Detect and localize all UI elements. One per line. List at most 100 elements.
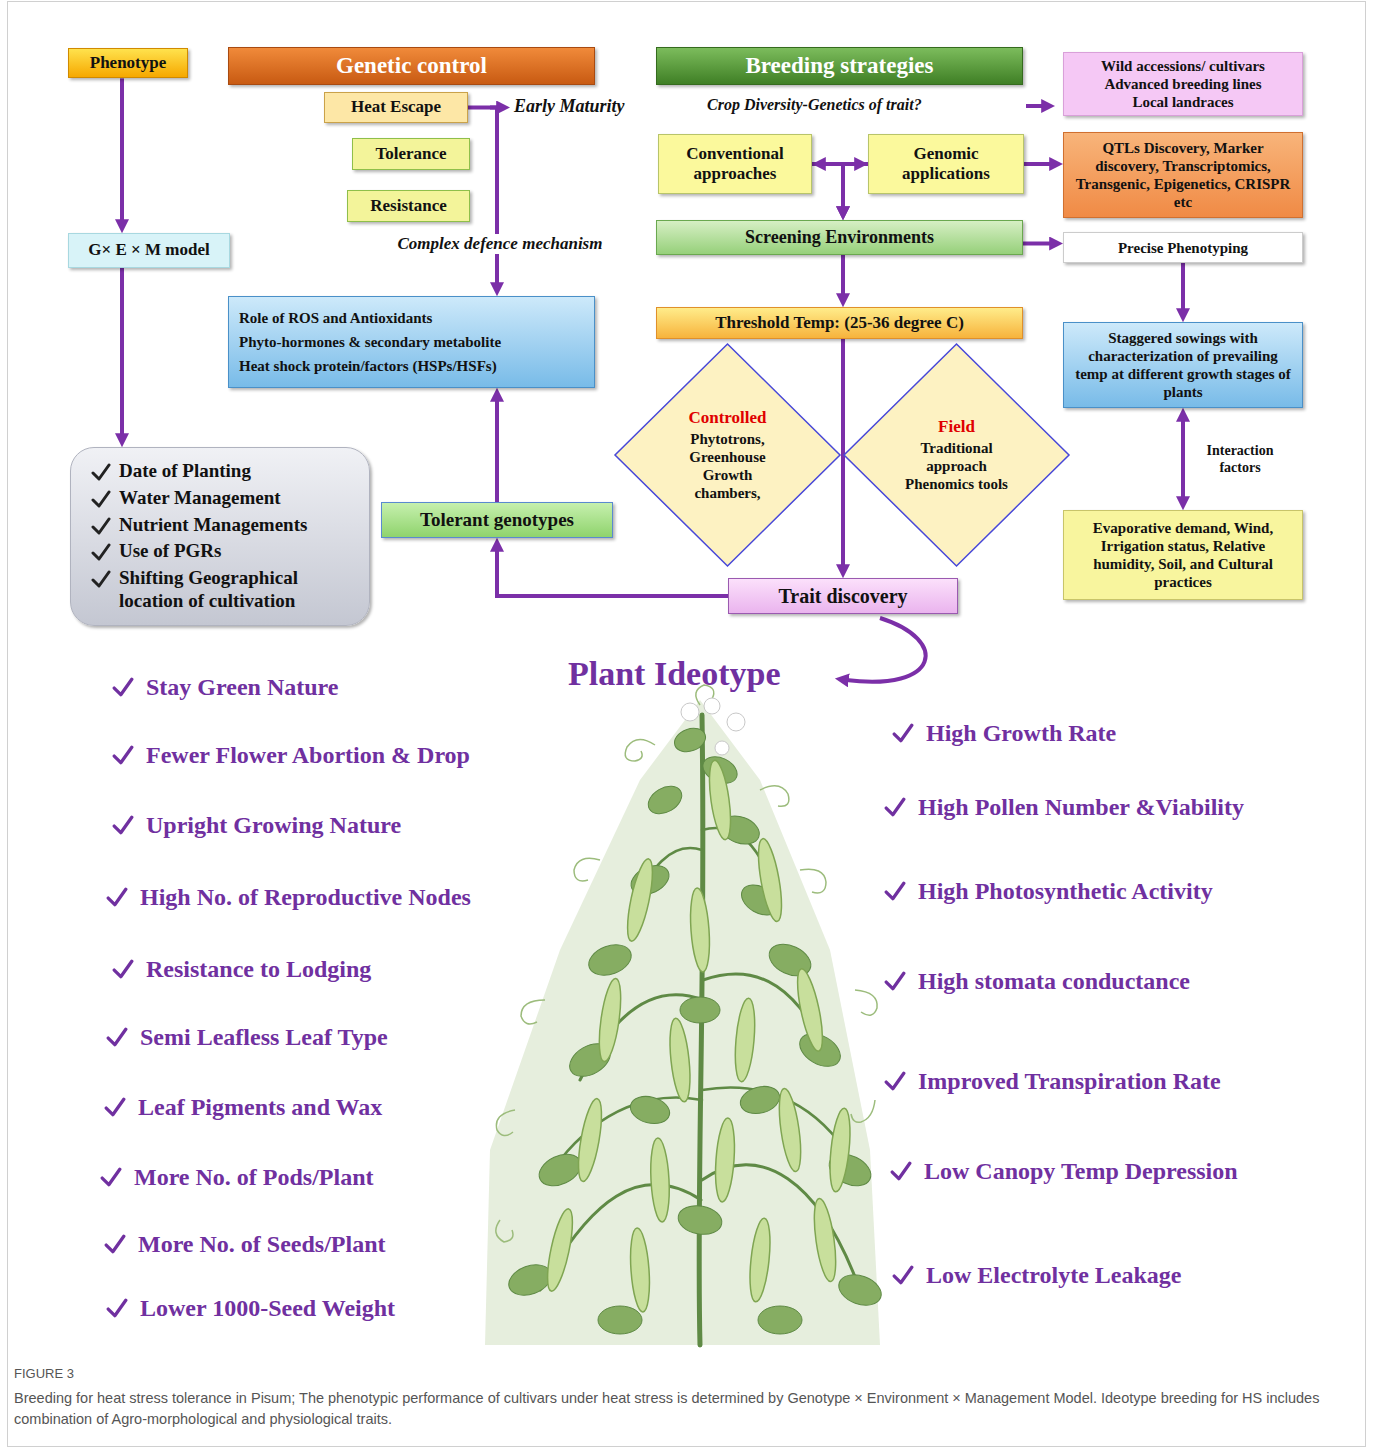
ideotype-trait-row: Leaf Pigments and Wax — [104, 1093, 382, 1122]
plant-stem — [699, 715, 703, 1345]
mechanism-list-box: Role of ROS and AntioxidantsPhyto-hormon… — [228, 296, 595, 388]
figure-number: FIGURE 3 — [14, 1366, 74, 1381]
connector-arrow — [841, 339, 845, 567]
check-mark — [91, 462, 111, 482]
connector-arrow — [495, 399, 499, 502]
connector-arrow — [1023, 242, 1052, 246]
ideotype-trait: High Pollen Number &Viability — [918, 793, 1244, 822]
plant-leaf — [676, 1202, 724, 1237]
diamond-content: FieldTraditional approach Phenomics tool… — [901, 417, 1013, 493]
node-text: Phytotrons, Greenhouse Growth chambers, — [672, 430, 784, 502]
approach-box: Genomic applications — [868, 134, 1024, 194]
pea-pod — [595, 977, 625, 1063]
plant-leaf — [627, 1092, 672, 1127]
list-row: Shifting Geographical location of cultiv… — [91, 567, 357, 613]
mechanism-box: Resistance — [347, 190, 470, 222]
ideotype-title: Plant Ideotype — [568, 655, 781, 692]
node-text: Evaporative demand, Wind, Irrigation sta… — [1071, 519, 1295, 591]
connector-arrow — [843, 164, 868, 209]
check-mark — [112, 744, 134, 766]
section-header: Genetic control — [228, 47, 595, 85]
check-mark — [892, 1264, 914, 1286]
check-mark — [886, 800, 904, 815]
check-mark — [886, 1074, 904, 1089]
check-mark — [884, 1070, 906, 1092]
result-box: Tolerant genotypes — [381, 502, 613, 538]
node-text: Trait discovery — [736, 584, 950, 608]
node-text: Tolerant genotypes — [389, 509, 605, 532]
node-text: Phenotype — [76, 53, 180, 73]
check-mark — [93, 492, 109, 506]
pea-pod — [667, 1017, 694, 1102]
connector-arrow — [1181, 263, 1185, 311]
check-mark — [886, 884, 904, 899]
pea-pod — [622, 857, 657, 943]
check-mark — [91, 516, 111, 536]
check-mark — [108, 1030, 126, 1045]
plant-leaf — [835, 1269, 886, 1310]
plant-tendril — [855, 990, 877, 1015]
check-mark — [114, 962, 132, 977]
process-box: Precise Phenotyping — [1063, 232, 1303, 263]
ideotype-trait: Leaf Pigments and Wax — [138, 1093, 382, 1122]
ideotype-trait: Low Canopy Temp Depression — [924, 1157, 1238, 1186]
figure-frame — [8, 2, 1366, 1447]
ideotype-trait: High Photosynthetic Activity — [918, 877, 1213, 906]
list-row: Water Management — [91, 487, 357, 510]
plant-tendril — [574, 858, 600, 881]
node-text: Staggered sowings with characterization … — [1071, 329, 1295, 401]
pea-pod — [706, 759, 735, 841]
pea-pod — [688, 887, 712, 972]
check-mark — [104, 1233, 126, 1255]
ideotype-trait-row: Low Canopy Temp Depression — [890, 1157, 1238, 1186]
model-box: G× E × M model — [68, 233, 230, 268]
check-mark — [93, 545, 109, 559]
node-heading: Controlled — [672, 408, 784, 428]
ideotype-trait-row: Upright Growing Nature — [112, 811, 401, 840]
diamond-outline — [844, 344, 1069, 566]
check-mark — [884, 970, 906, 992]
pea-pod — [747, 1217, 774, 1302]
plant-leaf — [758, 1306, 802, 1334]
check-mark — [890, 1160, 912, 1182]
pea-pod — [628, 1227, 652, 1312]
check-mark — [884, 796, 906, 818]
annotation-row: Crop Diversity-Genetics of trait? — [707, 95, 922, 114]
plant-tendril — [851, 1100, 875, 1122]
node-text: Breeding strategies — [664, 52, 1015, 80]
connector-arrow — [812, 164, 843, 209]
ideotype-trait-row: Lower 1000-Seed Weight — [106, 1294, 395, 1323]
pea-flower — [681, 703, 699, 721]
connector-arrow — [1024, 162, 1052, 166]
node-text: Advanced breeding lines — [1071, 75, 1295, 93]
check-mark — [892, 1164, 910, 1179]
pea-flower — [704, 698, 720, 714]
node-text: Heat shock protein/factors (HSPs/HSFs) — [239, 357, 584, 375]
node-text: Genomic applications — [876, 144, 1016, 185]
plant-tendril — [496, 685, 877, 1242]
check-mark — [104, 1096, 126, 1118]
ideotype-trait: Semi Leafless Leaf Type — [140, 1023, 388, 1052]
approach-box: Conventional approaches — [658, 134, 812, 194]
ideotype-trait: High stomata conductance — [918, 967, 1190, 996]
node-text: Screening Environments — [664, 227, 1015, 249]
node-text: Heat Escape — [332, 97, 460, 117]
ideotype-title-row: Plant Ideotype — [568, 654, 781, 695]
pea-pod — [775, 1087, 805, 1173]
check-mark — [112, 958, 134, 980]
check-mark — [93, 519, 109, 533]
check-mark — [112, 676, 134, 698]
figure-number-row: FIGURE 3 — [14, 1366, 74, 1382]
node-text: QTLs Discovery, Marker discovery, Transc… — [1071, 139, 1295, 211]
ideotype-trait: Upright Growing Nature — [146, 811, 401, 840]
pea-pod — [649, 1138, 671, 1223]
plant-leaf — [737, 1082, 782, 1117]
plant-leaf — [671, 724, 709, 756]
list-item: Use of PGRs — [119, 540, 221, 563]
node-text: Local landraces — [1071, 93, 1295, 111]
factor-box: Evaporative demand, Wind, Irrigation sta… — [1063, 510, 1303, 600]
list-item: Nutrient Managements — [119, 514, 307, 537]
plant-leaf — [505, 724, 886, 1334]
annotation-row: Complex defence mechanism — [394, 234, 607, 254]
threshold-box: Threshold Temp: (25-36 degree C) — [656, 307, 1023, 339]
